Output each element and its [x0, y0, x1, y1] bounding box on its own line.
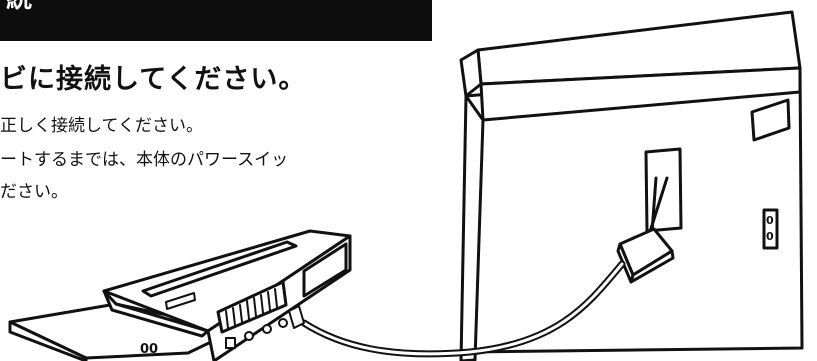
rf-switch-icon: [616, 176, 675, 284]
instruction-line-3: ださい。: [0, 182, 68, 202]
instruction-line-2: ートするまでは、本体のパワースイッ: [0, 150, 289, 170]
tv-upper-band: [479, 66, 802, 122]
console-vent-slats: [225, 288, 278, 329]
tv-side-ports: [762, 208, 779, 250]
console-rf-plug: [288, 305, 305, 329]
console-tray-edge: [8, 320, 88, 361]
tv-handle-slot: [750, 98, 791, 142]
television-icon: [459, 10, 804, 361]
console-top-rim: [141, 240, 298, 298]
instruction-heading: ビに接続してください。: [0, 64, 307, 95]
tv-port-label-2: 0: [766, 230, 774, 243]
switch-box-front: [629, 249, 675, 284]
console-front-jack-2: [262, 324, 272, 334]
console-side-panel: [302, 242, 348, 298]
console-top-detail: [165, 292, 196, 310]
console-body-front: [102, 289, 210, 338]
instruction-line-1: 正しく接続してください。: [0, 116, 203, 136]
section-header-bar: 続: [0, 0, 432, 41]
console-front-switch: [225, 337, 236, 349]
section-header-title: 続: [6, 0, 32, 12]
game-console-icon: [8, 229, 352, 361]
tv-top-bevel: [459, 48, 483, 98]
console-front-jack-3: [278, 318, 288, 328]
tv-front-edge: [459, 94, 485, 361]
console-front-jack-1: [244, 331, 254, 341]
console-ports-label: 00: [140, 342, 158, 357]
tv-port-label-1: 0: [766, 214, 774, 227]
